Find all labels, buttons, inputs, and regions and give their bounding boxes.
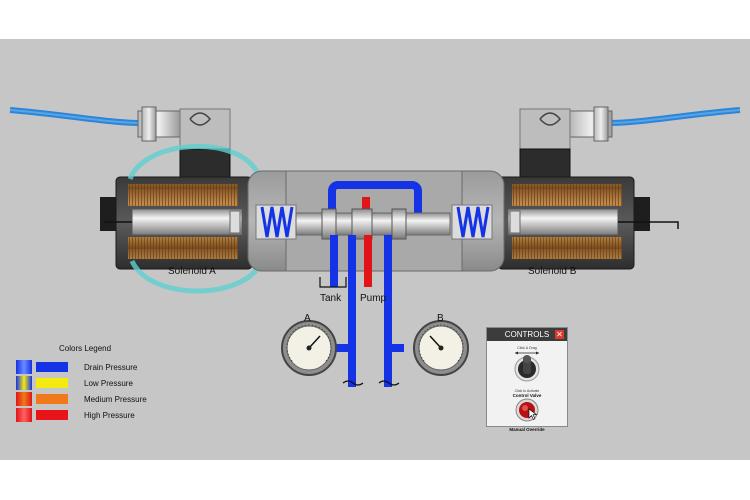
- close-icon[interactable]: ✕: [555, 330, 564, 339]
- legend-item: Drain Pressure: [16, 359, 186, 375]
- controls-header: CONTROLS ✕: [487, 328, 567, 341]
- activate-hint: Click to Activate: [514, 389, 540, 393]
- legend-item: Low Pressure: [16, 375, 186, 391]
- legend-swatch: [16, 392, 68, 406]
- port-b-line: [378, 235, 404, 387]
- tank-label: Tank: [320, 293, 342, 304]
- pump-label: Pump: [360, 293, 387, 304]
- port-a-line: [336, 235, 364, 387]
- legend-item: High Pressure: [16, 407, 186, 423]
- gauge-a-label: A: [304, 313, 311, 324]
- pump-line: [364, 235, 372, 287]
- controls-title: CONTROLS: [504, 330, 550, 339]
- legend-label: High Pressure: [84, 410, 135, 420]
- colors-legend: Colors Legend Drain Pressure Low Pressur…: [16, 344, 186, 423]
- connector-left: [137, 106, 231, 182]
- gauge-b-label: B: [437, 313, 444, 324]
- simulation-canvas: Solenoid A Solenoid B Tank Pump A B Colo…: [0, 39, 750, 460]
- legend-label: Low Pressure: [84, 378, 133, 388]
- tank-line: [319, 235, 347, 288]
- legend-title: Colors Legend: [59, 344, 112, 353]
- legend-label: Medium Pressure: [84, 394, 147, 404]
- valve-body: [247, 170, 505, 272]
- gauge-b: [413, 320, 469, 376]
- solenoid-a-glow: [127, 144, 265, 294]
- drag-hint: Click & Drag: [517, 346, 537, 350]
- cursor-icon: [528, 408, 538, 420]
- solenoid-a-label: Solenoid A: [168, 266, 216, 277]
- legend-label: Drain Pressure: [84, 362, 138, 372]
- control-valve-label: Control Valve: [512, 393, 542, 398]
- controls-panel: CONTROLS ✕ Click & Drag Click to Activat…: [486, 327, 568, 432]
- legend-swatch: [16, 408, 68, 422]
- solenoid-a[interactable]: [100, 176, 253, 270]
- legend-item: Medium Pressure: [16, 391, 186, 407]
- manual-override-button[interactable]: [487, 398, 567, 422]
- valve-diagram: Solenoid A Solenoid B Tank Pump A B: [9, 106, 741, 387]
- manual-override-label: Manual Override: [509, 427, 545, 432]
- control-valve-knob[interactable]: [487, 350, 567, 384]
- solenoid-b[interactable]: [497, 176, 679, 270]
- legend-swatch: [16, 376, 68, 390]
- gauge-a: [281, 320, 337, 376]
- legend-swatch: [16, 360, 68, 374]
- solenoid-b-label: Solenoid B: [528, 266, 577, 277]
- connector-right: [519, 106, 613, 182]
